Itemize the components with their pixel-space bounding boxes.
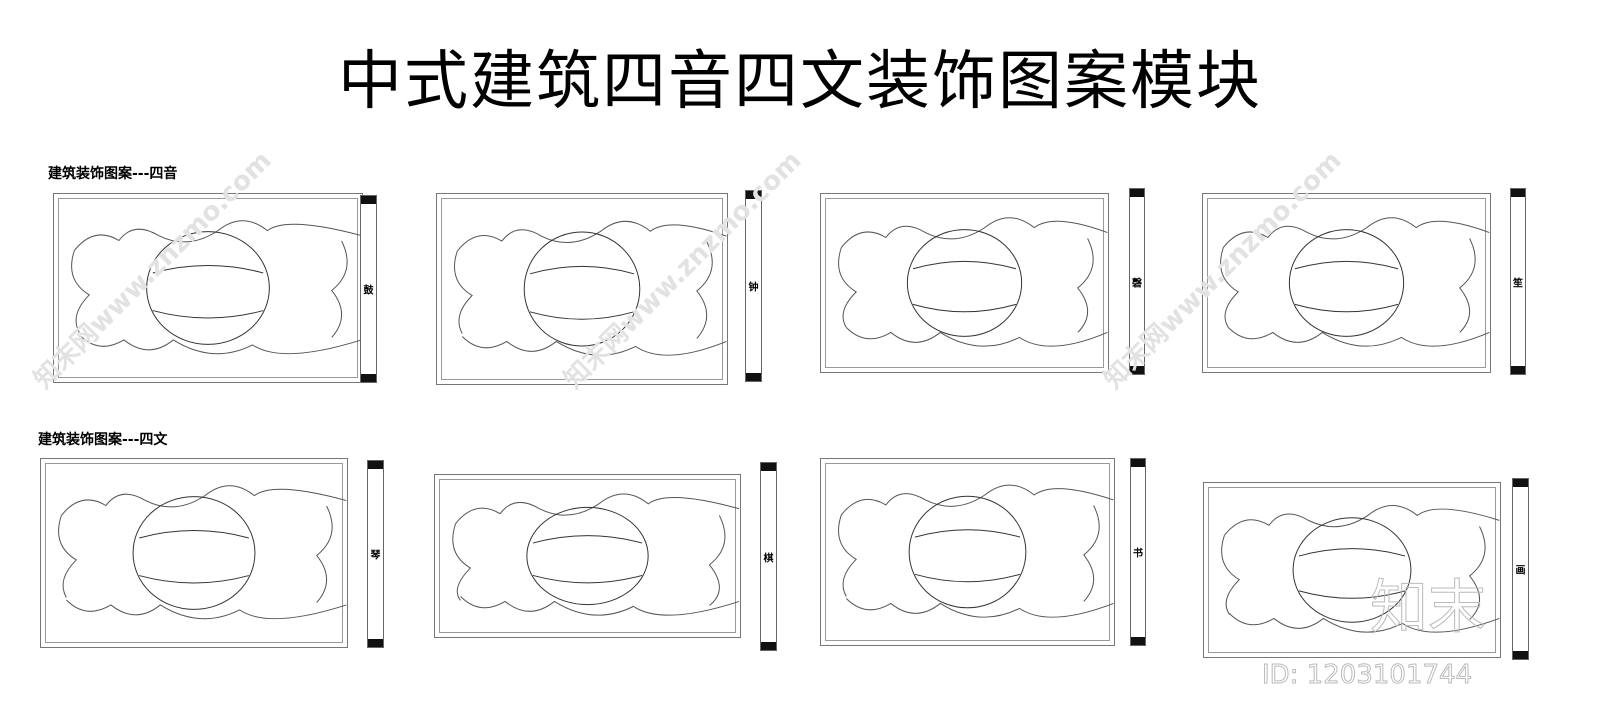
panel-label: 琴 bbox=[370, 550, 381, 562]
zither-drawing bbox=[58, 485, 347, 620]
bar-cap-bottom bbox=[368, 639, 383, 647]
bell-drawing bbox=[454, 220, 727, 356]
ornament-panel-bell bbox=[436, 193, 728, 385]
panel-label: 棋 bbox=[763, 553, 774, 564]
label-bar-drum: 鼓 bbox=[360, 195, 377, 383]
ornament-panel-zither bbox=[40, 458, 348, 648]
bar-cap-bottom bbox=[1130, 366, 1144, 374]
ornament-panel-drum bbox=[53, 193, 363, 383]
scrolls-drawing bbox=[1221, 505, 1500, 633]
ornament-panel-books bbox=[820, 458, 1115, 646]
bar-cap-top bbox=[1513, 479, 1528, 487]
panel-label: 钟 bbox=[748, 282, 759, 294]
watermark-id: ID: 1203101744 bbox=[1261, 660, 1473, 691]
sheng-drawing bbox=[1220, 217, 1490, 347]
panel-label: 磬 bbox=[1132, 278, 1142, 289]
panel-label: 鼓 bbox=[363, 285, 374, 297]
ornament-panel-scrolls bbox=[1203, 482, 1501, 658]
bar-cap-top bbox=[761, 463, 776, 471]
label-bar-go-board: 棋 bbox=[760, 462, 777, 651]
ornament-panel-sheng bbox=[1202, 193, 1491, 373]
bar-cap-top bbox=[1511, 189, 1525, 197]
chime-stone-drawing bbox=[838, 217, 1108, 347]
bar-cap-bottom bbox=[1131, 637, 1145, 645]
label-bar-books: 书 bbox=[1130, 458, 1146, 646]
watermark-logo: 知末 bbox=[1369, 573, 1487, 642]
go-board-drawing bbox=[452, 493, 740, 616]
bar-cap-bottom bbox=[746, 373, 761, 381]
section-heading-four-sounds: 建筑装饰图案---四音 bbox=[48, 166, 178, 182]
panel-label: 笙 bbox=[1513, 278, 1523, 289]
panel-label: 书 bbox=[1133, 548, 1143, 560]
bar-cap-top bbox=[746, 191, 761, 199]
drum-drawing bbox=[71, 220, 362, 355]
books-drawing bbox=[838, 484, 1114, 618]
bar-cap-bottom bbox=[1511, 366, 1525, 374]
bar-cap-top bbox=[368, 461, 383, 469]
label-bar-scrolls: 画 bbox=[1512, 478, 1529, 660]
bar-cap-bottom bbox=[361, 374, 376, 382]
bar-cap-bottom bbox=[761, 642, 776, 650]
panel-label: 画 bbox=[1515, 565, 1526, 577]
label-bar-sheng: 笙 bbox=[1510, 188, 1526, 375]
ornament-panel-chime-stone bbox=[820, 193, 1109, 373]
bar-cap-top bbox=[1131, 459, 1145, 467]
bar-cap-top bbox=[1130, 189, 1144, 197]
label-bar-bell: 钟 bbox=[745, 190, 762, 382]
bar-cap-top bbox=[361, 196, 376, 204]
bar-cap-bottom bbox=[1513, 651, 1528, 659]
ornament-panel-go-board bbox=[434, 474, 741, 638]
section-heading-four-arts: 建筑装饰图案---四文 bbox=[38, 432, 168, 448]
label-bar-chime-stone: 磬 bbox=[1129, 188, 1145, 375]
label-bar-zither: 琴 bbox=[367, 460, 384, 648]
page-title: 中式建筑四音四文装饰图案模块 bbox=[338, 45, 1262, 119]
